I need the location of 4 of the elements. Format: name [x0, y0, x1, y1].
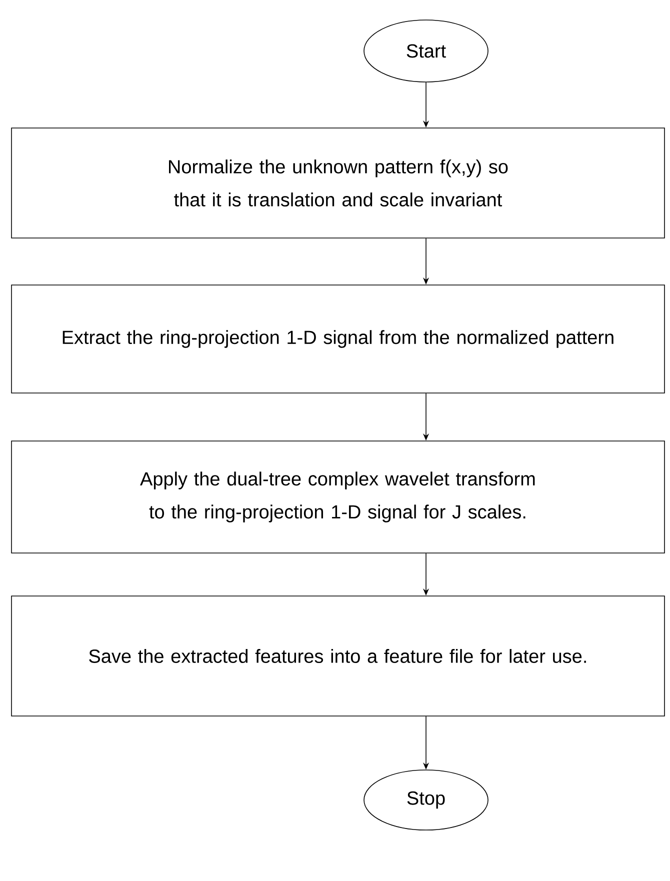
process-box: Extract the ring-projection 1-D signal from the normalized pattern	[11, 284, 665, 394]
process-box: Apply the dual-tree complex wavelet transform to the ring-projection 1-D signal for J scales.	[11, 440, 665, 554]
process-box: Save the extracted features into a feature file for later use.	[11, 596, 665, 716]
process-box: Normalize the unknown pattern f(x,y) so that it is translation and scale invariant	[11, 128, 665, 238]
